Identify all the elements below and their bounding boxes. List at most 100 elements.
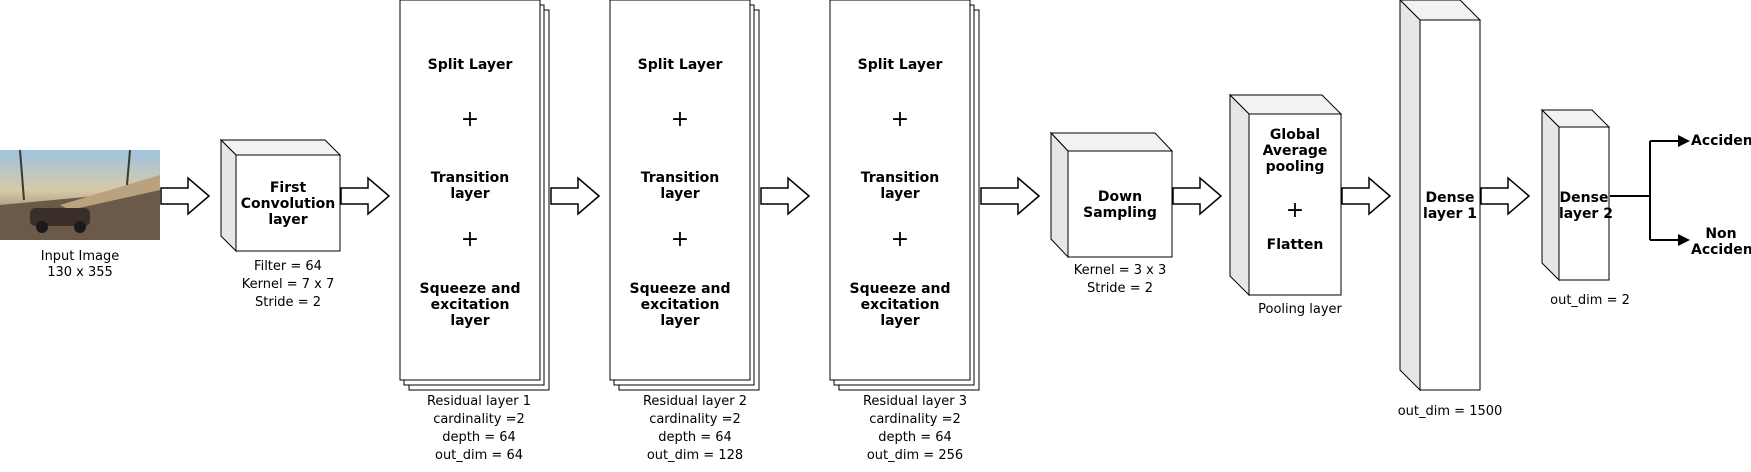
conv-caption-filter: Filter = 64: [254, 259, 322, 274]
output-non-accident-line-2: Accident: [1691, 242, 1751, 258]
res2-squeeze-label: Squeeze and excitation layer: [610, 281, 750, 329]
conv-caption-stride: Stride = 2: [255, 295, 321, 310]
dense1-title-line-2: layer 1: [1423, 206, 1477, 222]
conv-title: First Convolution layer: [236, 180, 340, 228]
dense1-title-line-1: Dense: [1425, 190, 1475, 206]
res2-caption-outdim: out_dim = 128: [646, 448, 744, 463]
res3-caption-name: Residual layer 3: [862, 394, 968, 409]
res1-transition-line-1: Transition: [430, 170, 510, 186]
pooling-title-line-2: Average: [1262, 143, 1328, 159]
res1-transition-line-2: layer: [450, 186, 490, 202]
downsampling-title-line-2: Sampling: [1083, 205, 1157, 221]
res1-caption-name: Residual layer 1: [426, 394, 532, 409]
res1-squeeze-line-3: layer: [450, 313, 490, 329]
input-caption: Input Image 130 x 355: [20, 248, 140, 282]
arrow-res3-to-downsampling: [980, 176, 1041, 216]
conv-title-line-2: Convolution: [240, 196, 336, 212]
output-branches: [1610, 135, 1690, 246]
pooling-title-line-1: Global: [1269, 127, 1321, 143]
arrow-downsampling-to-pooling: [1172, 176, 1223, 216]
dense2-title-line-2: layer 2: [1559, 206, 1613, 222]
dense2-title-line-1: Dense: [1559, 190, 1609, 206]
res2-squeeze-line-3: layer: [660, 313, 700, 329]
pooling-caption: Pooling layer: [1258, 302, 1342, 317]
res1-squeeze-line-1: Squeeze and: [419, 281, 521, 297]
dense1-cuboid: [1399, 0, 1482, 392]
arrow-pooling-to-dense1: [1341, 176, 1392, 216]
pooling-flatten-label: Flatten: [1266, 237, 1324, 253]
downsampling-title-line-1: Down: [1097, 189, 1143, 205]
residual-stack-1: [399, 0, 550, 391]
res2-plus-2: +: [670, 227, 690, 252]
res2-squeeze-line-1: Squeeze and: [629, 281, 731, 297]
downsampling-caption-kernel: Kernel = 3 x 3: [1073, 263, 1167, 278]
res3-squeeze-label: Squeeze and excitation layer: [830, 281, 970, 329]
dense2-cuboid: [1540, 108, 1611, 282]
res2-caption-depth: depth = 64: [658, 430, 732, 445]
res2-squeeze-line-2: excitation: [640, 297, 720, 313]
res1-split-label: Split Layer: [427, 57, 513, 73]
pooling-title-line-3: pooling: [1265, 159, 1325, 175]
arrow-input-to-conv: [160, 176, 211, 216]
input-size: 130 x 355: [47, 265, 113, 280]
conv-title-line-3: layer: [268, 212, 308, 228]
downsampling-cube: [1049, 131, 1174, 259]
res3-transition-label: Transition layer: [830, 170, 970, 202]
downsampling-caption-stride: Stride = 2: [1087, 281, 1153, 296]
res3-plus-1: +: [890, 107, 910, 132]
dense2-caption: out_dim = 2: [1550, 293, 1630, 308]
dense2-title: Dense layer 2: [1559, 190, 1613, 222]
res2-transition-label: Transition layer: [610, 170, 750, 202]
res3-transition-line-2: layer: [880, 186, 920, 202]
res2-transition-line-2: layer: [660, 186, 700, 202]
res3-caption-outdim: out_dim = 256: [866, 448, 964, 463]
conv-cube: [219, 138, 342, 253]
res3-transition-line-1: Transition: [860, 170, 940, 186]
res1-caption-cardinality: cardinality =2: [433, 412, 525, 427]
res1-plus-1: +: [460, 107, 480, 132]
res2-transition-line-1: Transition: [640, 170, 720, 186]
res3-caption: Residual layer 3 cardinality =2 depth = …: [845, 393, 985, 465]
res1-squeeze-line-2: excitation: [430, 297, 510, 313]
output-non-accident-line-1: Non: [1705, 226, 1737, 242]
res1-caption: Residual layer 1 cardinality =2 depth = …: [409, 393, 549, 465]
arrow-dense1-to-dense2: [1480, 176, 1531, 216]
conv-title-line-1: First: [269, 180, 307, 196]
res2-caption-name: Residual layer 2: [642, 394, 748, 409]
downsampling-caption: Kernel = 3 x 3 Stride = 2: [1060, 262, 1180, 298]
residual-stack-3: [829, 0, 980, 391]
res1-caption-outdim: out_dim = 64: [434, 448, 524, 463]
res1-caption-depth: depth = 64: [442, 430, 516, 445]
res3-caption-depth: depth = 64: [878, 430, 952, 445]
arrow-conv-to-res1: [340, 176, 391, 216]
output-accident-label: Accident: [1691, 133, 1751, 149]
arrow-res2-to-res3: [760, 176, 811, 216]
res1-plus-2: +: [460, 227, 480, 252]
res1-transition-label: Transition layer: [400, 170, 540, 202]
dense1-caption: out_dim = 1500: [1397, 404, 1503, 419]
res3-caption-cardinality: cardinality =2: [869, 412, 961, 427]
res3-squeeze-line-1: Squeeze and: [849, 281, 951, 297]
res3-plus-2: +: [890, 227, 910, 252]
input-label: Input Image: [40, 249, 120, 264]
residual-stack-2: [609, 0, 760, 391]
conv-caption-kernel: Kernel = 7 x 7: [241, 277, 335, 292]
res3-squeeze-line-3: layer: [880, 313, 920, 329]
input-image: [0, 149, 160, 240]
res3-split-label: Split Layer: [857, 57, 943, 73]
res2-caption-cardinality: cardinality =2: [649, 412, 741, 427]
downsampling-title: Down Sampling: [1068, 189, 1172, 221]
pooling-plus: +: [1285, 198, 1305, 223]
conv-caption: Filter = 64 Kernel = 7 x 7 Stride = 2: [228, 258, 348, 312]
res1-squeeze-label: Squeeze and excitation layer: [400, 281, 540, 329]
arrow-res1-to-res2: [550, 176, 601, 216]
dense1-title: Dense layer 1: [1420, 190, 1480, 222]
res2-split-label: Split Layer: [637, 57, 723, 73]
pooling-title: Global Average pooling: [1249, 127, 1341, 175]
res3-squeeze-line-2: excitation: [860, 297, 940, 313]
res2-caption: Residual layer 2 cardinality =2 depth = …: [625, 393, 765, 465]
res2-plus-1: +: [670, 107, 690, 132]
output-non-accident-label: Non Accident: [1691, 226, 1751, 258]
